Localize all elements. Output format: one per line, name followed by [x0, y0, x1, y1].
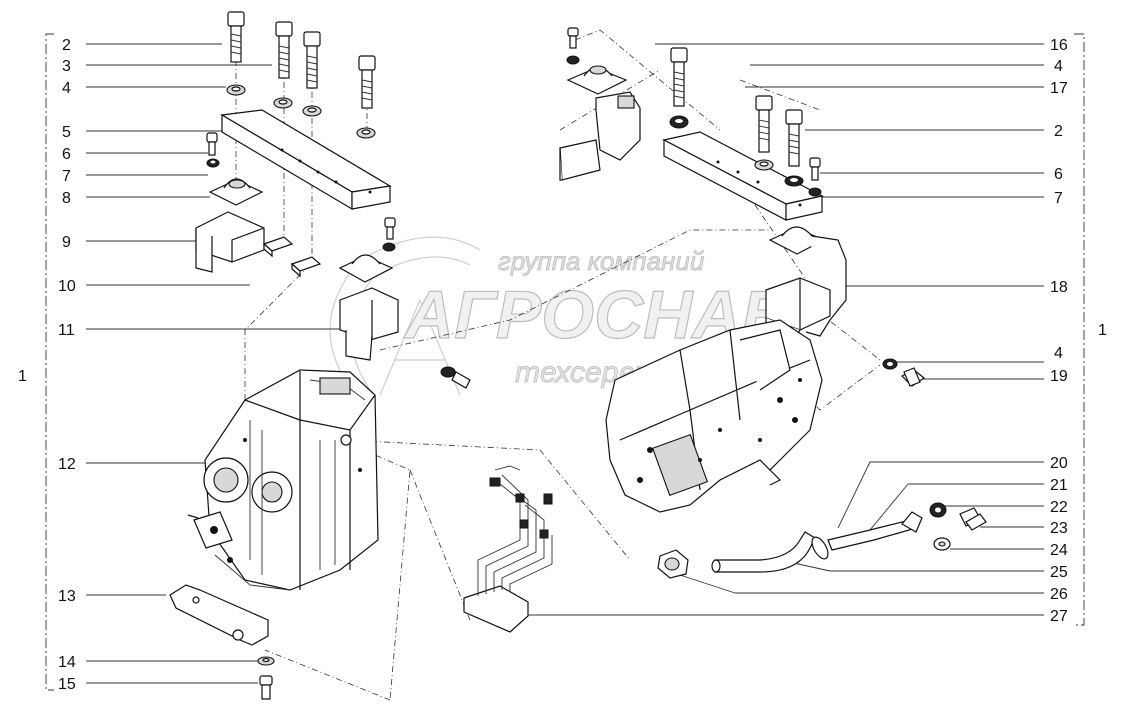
bolt-6-right: [808, 157, 822, 197]
callout-14: 14: [58, 654, 76, 671]
washer-4-left: [226, 84, 376, 139]
callout-25: 25: [1050, 564, 1068, 581]
bolt-19-right: [900, 367, 926, 387]
callout-10: 10: [58, 278, 76, 295]
callout-27: 27: [1050, 608, 1068, 625]
callout-12: 12: [58, 456, 76, 473]
tube-assembly-27: [463, 465, 553, 633]
right-callouts: 16 4 17 2 6 7 18 4 19 20 21 22 23 24 25 …: [1050, 37, 1068, 625]
callout-13: 13: [58, 588, 76, 605]
shield-13: [169, 584, 269, 646]
assembly-bracket-left: [45, 33, 54, 691]
callout-23: 23: [1050, 520, 1068, 537]
beam-5-left: [220, 109, 392, 211]
callout-3: 3: [62, 58, 71, 75]
callout-15: 15: [58, 676, 76, 693]
bracket-9-left: [195, 211, 265, 273]
bolt-17-right: [670, 47, 688, 107]
washer-24: [933, 537, 951, 551]
callout-11: 11: [58, 322, 75, 339]
callout-2: 2: [62, 37, 71, 54]
callout-20: 20: [1050, 455, 1068, 472]
right-leader-lines: [510, 43, 1044, 616]
gearbox-12: [187, 369, 379, 591]
beam-17-right: [662, 131, 824, 221]
bolt-6-left: [206, 132, 220, 168]
bolts-2-right: [754, 95, 804, 187]
washer-4-right-lower: [882, 358, 898, 370]
hose-25: [711, 531, 816, 573]
callout-6: 6: [62, 146, 71, 163]
left-leader-lines: [86, 43, 340, 684]
bolt-19-left: [440, 366, 471, 389]
tractor-frame: [605, 319, 823, 513]
callout-2-right: 2: [1054, 123, 1063, 140]
callout-7-right: 7: [1054, 190, 1063, 207]
mount-11-left: [338, 217, 399, 361]
callout-22: 22: [1050, 499, 1068, 516]
bolt-3b: [303, 31, 321, 89]
callout-5: 5: [62, 124, 71, 141]
bolt-2-left: [227, 11, 245, 63]
bolt-3a: [275, 21, 293, 79]
callout-7: 7: [62, 168, 71, 185]
callout-17: 17: [1050, 80, 1068, 97]
bolt-16: [566, 27, 580, 65]
mount-16: [559, 65, 641, 181]
callout-4-right-lower: 4: [1054, 345, 1063, 362]
bolt-23: [959, 507, 987, 531]
fitting-26: [657, 549, 689, 579]
washer-4-right: [669, 115, 689, 129]
callout-8: 8: [62, 190, 71, 207]
washer-22: [929, 502, 947, 518]
washer-14: [257, 656, 275, 666]
mount-8-left: [208, 178, 264, 206]
left-callouts: 2 3 4 5 6 7 8 9 10 11 12 13 14 15: [58, 37, 76, 693]
assembly-bracket-right: [1074, 33, 1085, 626]
callout-9: 9: [62, 234, 71, 251]
pipe-21: [827, 511, 923, 551]
clamp-20: [811, 536, 829, 560]
callout-24: 24: [1050, 542, 1068, 559]
callout-19: 19: [1050, 368, 1068, 385]
callout-18: 18: [1050, 279, 1068, 296]
bolt-15: [259, 675, 273, 700]
callout-4-right: 4: [1054, 58, 1063, 75]
watermark-line1: группа компаний: [498, 246, 704, 276]
mount-18: [765, 226, 847, 345]
bolt-3c: [358, 55, 376, 109]
plate-10-left: [262, 236, 322, 278]
callout-21: 21: [1050, 477, 1068, 494]
assembly-label-right: 1: [1098, 322, 1107, 339]
callout-4: 4: [62, 80, 71, 97]
assembly-label-left: 1: [18, 368, 27, 385]
callout-16: 16: [1050, 37, 1068, 54]
callout-26: 26: [1050, 586, 1068, 603]
callout-6-right: 6: [1054, 166, 1063, 183]
